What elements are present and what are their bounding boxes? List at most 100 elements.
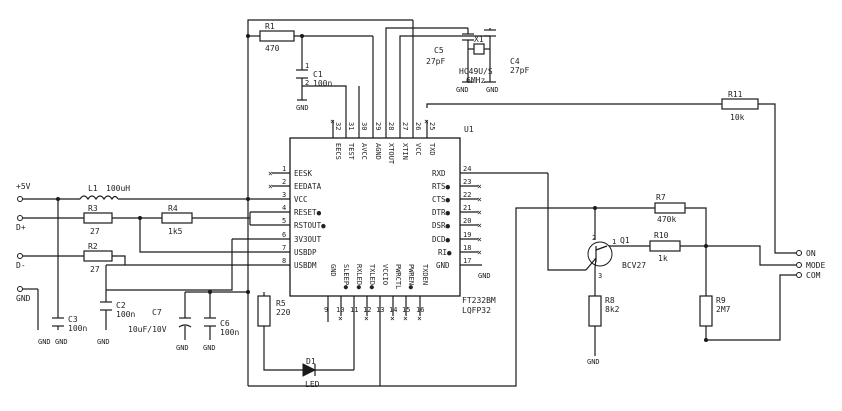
pin-usbdm: USBDM — [294, 261, 317, 270]
r3-ref: R3 — [88, 204, 98, 213]
pin-num-12: 12 — [363, 306, 371, 314]
svg-text:×: × — [330, 117, 335, 126]
r5-ref: R5 — [276, 299, 286, 308]
q1-ref: Q1 — [620, 236, 630, 245]
c2-ref: C2 — [116, 301, 126, 310]
svg-text:×: × — [477, 182, 482, 191]
c6-ref: C6 — [220, 319, 230, 328]
q1-pin-3: 3 — [598, 272, 602, 280]
pin-txd: TXD — [428, 143, 436, 156]
chip-nc-marks-bottom: × × × × × — [338, 314, 422, 323]
d1-ref: D1 — [306, 357, 316, 366]
chip-u1-body — [289, 137, 461, 297]
resistor-r5 — [257, 295, 271, 327]
junction-dot — [300, 34, 304, 38]
r3-value: 27 — [90, 227, 100, 236]
pin-cts: CTS● — [432, 195, 451, 204]
port-gnd: GND — [16, 294, 31, 303]
r9-ref: R9 — [716, 296, 726, 305]
port-vplus: +5V — [16, 182, 31, 191]
port-dplus: D+ — [16, 223, 26, 232]
usb-input-wires — [23, 198, 251, 330]
pin-pwren: PWREN● — [407, 264, 415, 290]
l1-ref: L1 — [88, 184, 98, 193]
pin-ri: RI● — [438, 248, 452, 257]
pin-reset: RESET● — [294, 208, 322, 217]
svg-text:×: × — [477, 221, 482, 230]
svg-text:×: × — [268, 169, 273, 178]
pin-num-29: 29 — [374, 122, 382, 130]
chip-package: LQFP32 — [462, 306, 491, 315]
led-d1 — [302, 363, 317, 377]
pin-num-30: 30 — [360, 122, 368, 130]
r10-value: 1k — [658, 254, 668, 263]
svg-text:×: × — [477, 235, 482, 244]
resistor-r4 — [161, 212, 193, 224]
r1-value: 470 — [265, 44, 280, 53]
x1-ref: X1 — [474, 35, 484, 44]
c3-ref: C3 — [68, 315, 78, 324]
pin-usbdp: USBDP — [294, 248, 317, 257]
svg-text:×: × — [477, 208, 482, 217]
chip-top-pins: EECS 32 TEST 31 AVCC 30 AGND 29 XTOUT 28… — [334, 122, 436, 165]
pin-gnd-bottom: GND — [329, 264, 337, 277]
pin-eecs: EECS — [334, 143, 342, 160]
chip-nc-marks-left: × × — [268, 169, 273, 191]
crystal-wiring — [462, 28, 496, 82]
pin-num-20: 20 — [463, 217, 471, 225]
pin-gnd-right: GND — [436, 261, 450, 270]
svg-text:×: × — [364, 314, 369, 323]
pin-num-4: 4 — [282, 204, 286, 212]
q1-pin-2: 2 — [592, 234, 596, 242]
pin-num-23: 23 — [463, 178, 471, 186]
pin-eesk: EESK — [294, 169, 313, 178]
c1-ref: C1 — [313, 70, 323, 79]
chip-nc-marks-right: × × × × × × — [477, 182, 482, 257]
pin-num-10: 10 — [336, 306, 344, 314]
port-mode: MODE — [806, 261, 825, 270]
c4-gnd: GND — [486, 86, 499, 94]
pin-num-26: 26 — [414, 122, 422, 130]
terminal-mode — [796, 262, 802, 268]
junction-dot — [138, 216, 142, 220]
x1-freq: 6MHz — [466, 76, 485, 85]
capacitor-c2 — [100, 301, 112, 311]
terminal-com — [796, 272, 802, 278]
junction-dot — [246, 290, 250, 294]
r11-value: 10k — [730, 113, 745, 122]
pin-num-18: 18 — [463, 244, 471, 252]
x1-value: HC49U/S — [459, 67, 493, 76]
vcc-rail-wires — [247, 19, 796, 254]
c6-gnd: GND — [203, 344, 216, 352]
c3-gnd: GND — [55, 338, 68, 346]
c5-value: 27pF — [426, 57, 445, 66]
svg-text:×: × — [424, 117, 429, 126]
terminal-dplus — [17, 215, 23, 221]
pin-rstout: RSTOUT● — [294, 221, 326, 230]
pin-3v3out: 3V3OUT — [294, 235, 322, 244]
pin-num-27: 27 — [401, 122, 409, 130]
resistor-r9 — [699, 295, 713, 327]
chip-ref: U1 — [464, 125, 474, 134]
pin-num-14: 14 — [389, 306, 397, 314]
pin-num-2: 2 — [282, 178, 286, 186]
port-dminus: D- — [16, 261, 26, 270]
q1-value: BCV27 — [622, 261, 646, 270]
inductor-l1 — [79, 195, 119, 201]
pin-dcd: DCD● — [432, 235, 451, 244]
pin-dtr: DTR● — [432, 208, 451, 217]
pin-vcc-left: VCC — [294, 195, 308, 204]
pin-num-3: 3 — [282, 191, 286, 199]
port-on: ON — [806, 249, 816, 258]
pin-num-11: 11 — [350, 306, 358, 314]
rxd-to-transistor-wires — [380, 173, 796, 387]
pin-rxled: RXLED● — [355, 264, 363, 290]
c3-value: 100n — [68, 324, 87, 333]
pin-txled: TXLED● — [368, 264, 376, 290]
pin-txden: TXDEN — [421, 264, 429, 285]
chip-bottom-pins: GND 9 SLEEP● 10 RXLED● 11 TXLED● 12 VCCI… — [324, 264, 429, 314]
c2-value: 100n — [116, 310, 135, 319]
c1-value: 100n — [313, 79, 332, 88]
transistor-q1-leads — [585, 245, 608, 271]
terminal-on — [796, 250, 802, 256]
